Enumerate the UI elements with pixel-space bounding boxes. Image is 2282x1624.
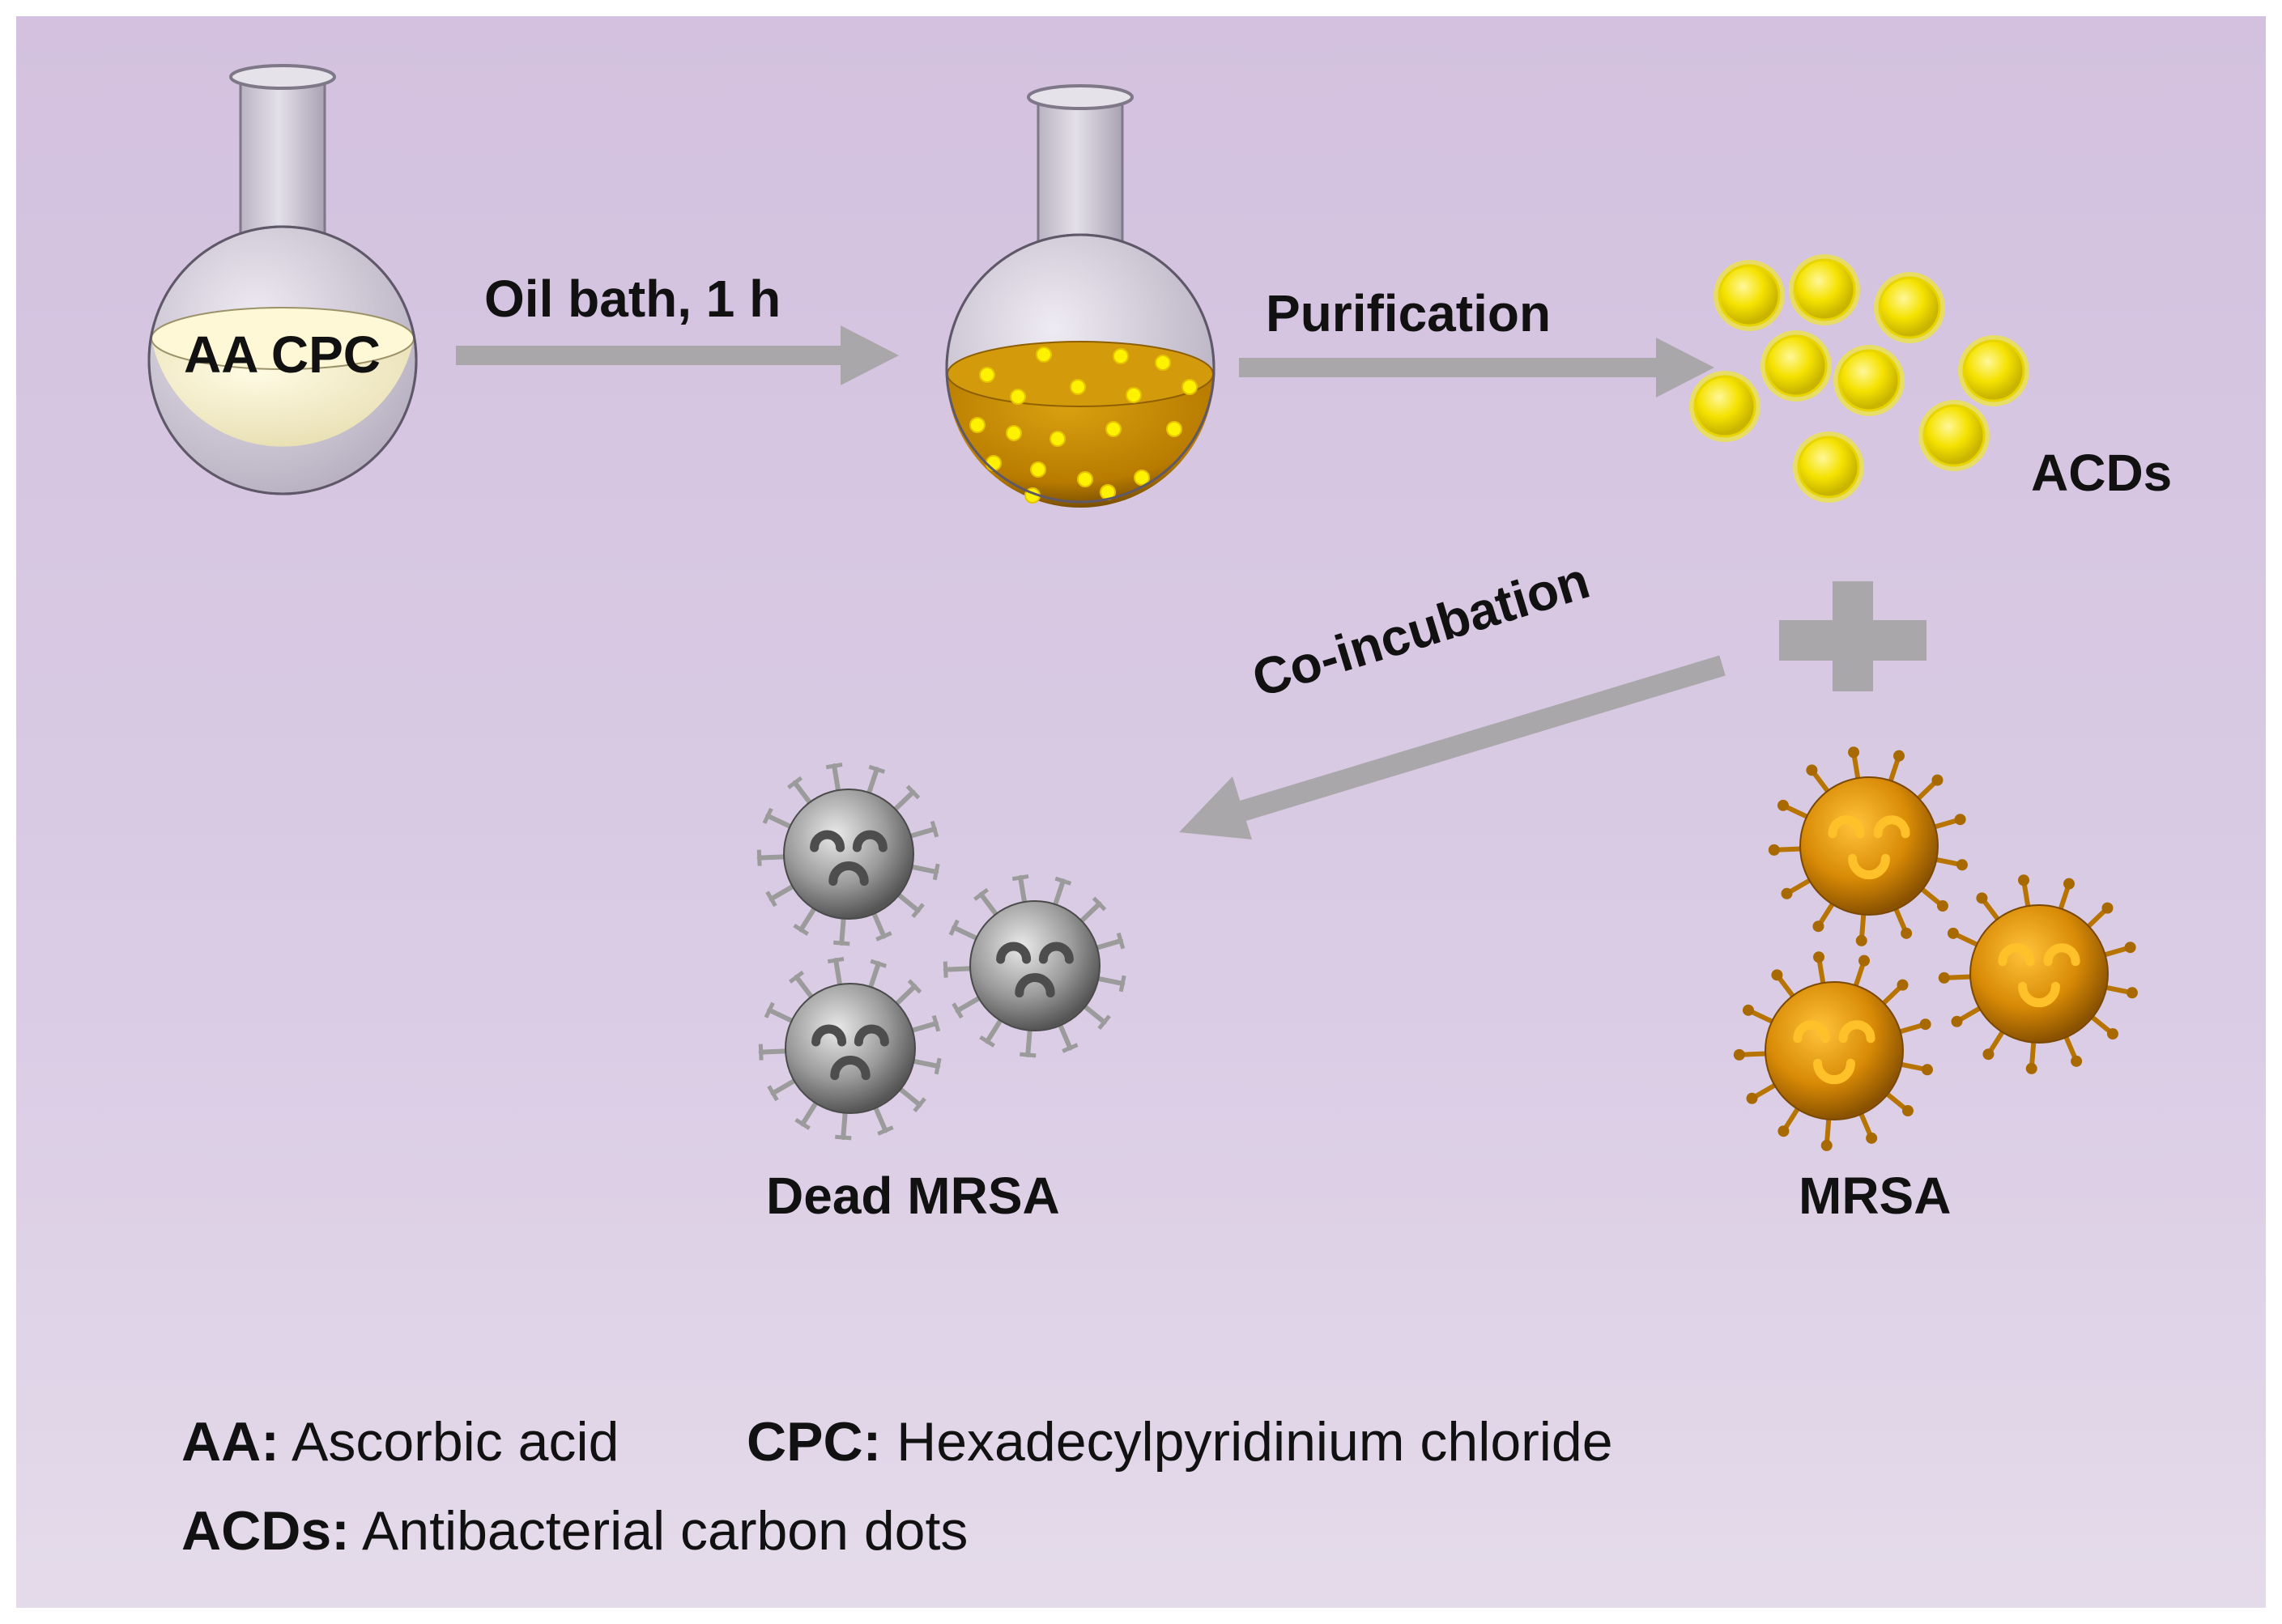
flask-dot [1155, 355, 1171, 371]
product-label-dead-mrsa: Dead MRSA [766, 1167, 1060, 1225]
mrsa-dead-group [756, 762, 1126, 1141]
flask-reacted [945, 84, 1216, 508]
step-label-oil-bath: Oil bath, 1 h [484, 270, 781, 328]
flask-initial-outline [147, 225, 418, 495]
carbon-dot [1714, 260, 1785, 331]
flask-dot [1077, 471, 1093, 487]
flask-initial-rim [229, 64, 336, 90]
carbon-dot [1760, 330, 1832, 402]
flask-dot [1181, 379, 1198, 395]
carbon-dot [1918, 400, 1990, 471]
carbon-dot [1793, 432, 1864, 503]
legend-cpc-abbr: CPC: [747, 1411, 882, 1473]
flask-dot [979, 367, 995, 383]
product-label-mrsa: MRSA [1799, 1167, 1952, 1225]
legend-acds-full: Antibacterial carbon dots [361, 1500, 969, 1562]
arrow-purification [1239, 338, 1714, 397]
legend-row-1: AA: Ascorbic acid [181, 1410, 619, 1473]
mrsa-bacterium [1938, 874, 2138, 1074]
flask-dot [1113, 348, 1129, 364]
mrsa-bacterium [1768, 746, 1968, 946]
arrow-oil-bath [456, 325, 899, 385]
legend-row-2: CPC: Hexadecylpyridinium chloride [747, 1410, 1613, 1473]
carbon-dot [1689, 371, 1760, 442]
flask-reacted-outline [945, 233, 1216, 504]
mrsa-bacterium [1733, 951, 1933, 1151]
flask-dot [1006, 425, 1022, 441]
carbon-dots-cluster [1689, 254, 2029, 503]
flask-dot [1126, 387, 1142, 403]
legend-aa-abbr: AA: [181, 1411, 279, 1473]
flask-initial [147, 64, 418, 495]
flask-dot [1070, 379, 1086, 395]
flask-initial-label: AA CPC [184, 325, 381, 384]
flask-dot [1036, 346, 1052, 363]
step-label-purification: Purification [1266, 284, 1552, 342]
flask-reacted-dots [969, 346, 1198, 504]
mrsa-live-group [1733, 746, 2138, 1151]
flask-initial-neck [239, 75, 326, 250]
flask-dot [1134, 470, 1150, 486]
flask-reacted-rim [1027, 84, 1134, 110]
flask-dot [1030, 461, 1046, 478]
legend-row-3: ACDs: Antibacterial carbon dots [181, 1499, 968, 1562]
legend-cpc-full: Hexadecylpyridinium chloride [896, 1411, 1613, 1473]
carbon-dot [1789, 254, 1860, 325]
dead-mrsa-bacterium [758, 956, 942, 1141]
legend-aa-full: Ascorbic acid [292, 1411, 619, 1473]
carbon-dot [1833, 345, 1905, 416]
product-label-acds: ACDs [2031, 444, 2173, 502]
flask-dot [1049, 431, 1066, 447]
plus-icon [1779, 581, 1927, 691]
carbon-dot [1958, 335, 2029, 406]
flask-dot [986, 455, 1002, 471]
flask-dot [1105, 421, 1122, 437]
arrow-co-incubation [1179, 655, 1726, 840]
flask-dot [1166, 421, 1182, 437]
dead-mrsa-bacterium [943, 874, 1126, 1058]
flask-dot [1010, 389, 1026, 405]
legend-acds-abbr: ACDs: [181, 1500, 350, 1562]
carbon-dot [1874, 272, 1945, 343]
flask-dot [969, 417, 986, 433]
dead-mrsa-bacterium [756, 762, 940, 946]
